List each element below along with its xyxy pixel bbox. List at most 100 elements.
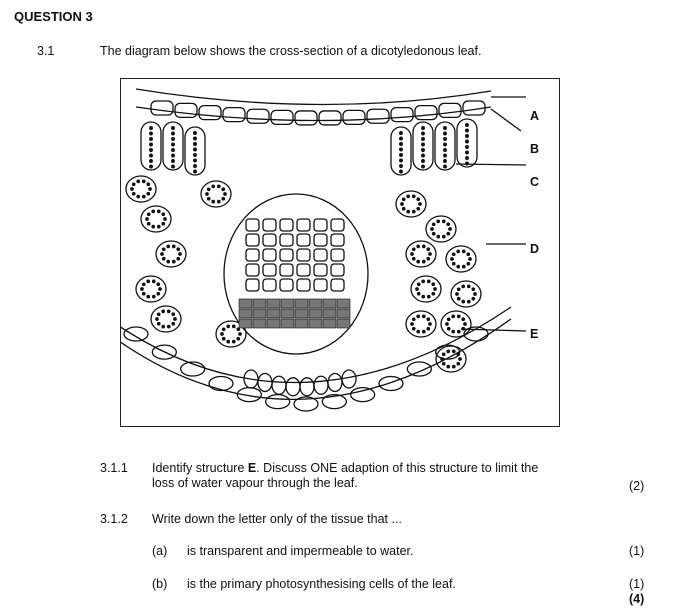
chloroplast [428, 252, 432, 256]
chloroplast [211, 184, 216, 189]
chloroplast [443, 148, 447, 152]
chloroplast [171, 312, 176, 317]
chloroplast [421, 148, 425, 152]
chloroplast [223, 192, 227, 196]
xylem-cell [330, 218, 345, 232]
chloroplast [399, 131, 403, 135]
chloroplast [446, 326, 451, 331]
question-heading: QUESTION 3 [14, 9, 93, 24]
question-text: The diagram below shows the cross-sectio… [100, 44, 482, 58]
chloroplast [171, 259, 176, 264]
lower-epidermal-cell [321, 393, 347, 410]
palisade-cell [162, 121, 184, 171]
chloroplast [221, 196, 226, 201]
chloroplast [399, 136, 403, 141]
chloroplast [141, 291, 146, 296]
chloroplast [399, 169, 403, 174]
chloroplast [166, 324, 171, 329]
chloroplast [171, 148, 175, 152]
chloroplast [441, 352, 446, 357]
part-text: is transparent and impermeable to water. [187, 544, 414, 558]
label-c: C [530, 175, 540, 189]
chloroplast [416, 282, 421, 287]
chloroplast [136, 179, 141, 184]
chloroplast [221, 336, 226, 341]
collenchyma-cell [257, 372, 273, 393]
lower-epidermal-cell [208, 375, 234, 392]
chloroplast [206, 196, 211, 201]
chloroplast [451, 349, 456, 354]
chloroplast [443, 126, 447, 130]
chloroplast [461, 299, 466, 304]
chloroplast [456, 287, 461, 292]
chloroplast [451, 252, 456, 257]
label-b: B [530, 142, 540, 156]
lower-epidermal-cell [350, 386, 376, 403]
chloroplast [156, 312, 161, 317]
phloem-cell [322, 318, 337, 329]
text: . Discuss ONE adaption of this structure… [256, 461, 539, 475]
phloem-cell [252, 318, 267, 329]
chloroplast [415, 287, 419, 291]
palisade-cell [184, 126, 206, 176]
chloroplast [236, 327, 241, 332]
spongy-cell [135, 275, 167, 303]
chloroplast [155, 317, 159, 321]
chloroplast [446, 317, 451, 322]
chloroplast [226, 324, 231, 329]
phloem-cell [280, 298, 295, 309]
chloroplast [193, 158, 197, 163]
xylem-cell [279, 248, 294, 262]
chloroplast [220, 332, 224, 336]
chloroplast [156, 209, 161, 214]
chloroplast [171, 137, 175, 141]
chloroplast [445, 322, 449, 326]
marks: (1) [629, 544, 645, 558]
chloroplast [156, 282, 161, 287]
chloroplast [146, 294, 151, 299]
spongy-cell [440, 310, 472, 338]
phloem-cell [322, 308, 337, 319]
spongy-cell [445, 245, 477, 273]
chloroplast [176, 247, 181, 252]
phloem-cell [294, 308, 309, 319]
chloroplast [171, 159, 175, 163]
chloroplast [399, 142, 403, 146]
xylem-cell [279, 218, 294, 232]
collenchyma-cell [313, 375, 329, 395]
chloroplast [161, 247, 166, 252]
xylem-cell [279, 263, 294, 277]
spongy-cell [215, 320, 247, 348]
chloroplast [465, 128, 469, 133]
chloroplast [456, 249, 461, 254]
chloroplast [149, 131, 153, 136]
chloroplast [193, 169, 197, 174]
chloroplast [436, 234, 441, 239]
epidermis-line [135, 106, 492, 122]
chloroplast [456, 314, 461, 319]
chloroplast [406, 194, 411, 199]
chloroplast [431, 282, 436, 287]
chloroplast [216, 199, 221, 204]
chloroplast [428, 322, 432, 326]
chloroplast [411, 194, 416, 199]
chloroplast [430, 227, 434, 231]
label-d: D [530, 242, 540, 256]
chloroplast [231, 324, 236, 329]
xylem-cell [296, 218, 311, 232]
phloem-cell [336, 298, 351, 309]
chloroplast [161, 212, 166, 217]
part-text: is the primary photosynthesising cells o… [187, 577, 456, 591]
chloroplast [473, 292, 477, 296]
xylem-cell [296, 248, 311, 262]
chloroplast [416, 197, 421, 202]
chloroplast [411, 326, 416, 331]
chloroplast [146, 212, 151, 217]
chloroplast [411, 256, 416, 261]
label-line [460, 328, 527, 332]
chloroplast [421, 244, 426, 249]
part-label: (a) [152, 544, 168, 558]
phloem-cell [266, 298, 281, 309]
chloroplast [465, 145, 469, 149]
chloroplast [465, 139, 469, 144]
